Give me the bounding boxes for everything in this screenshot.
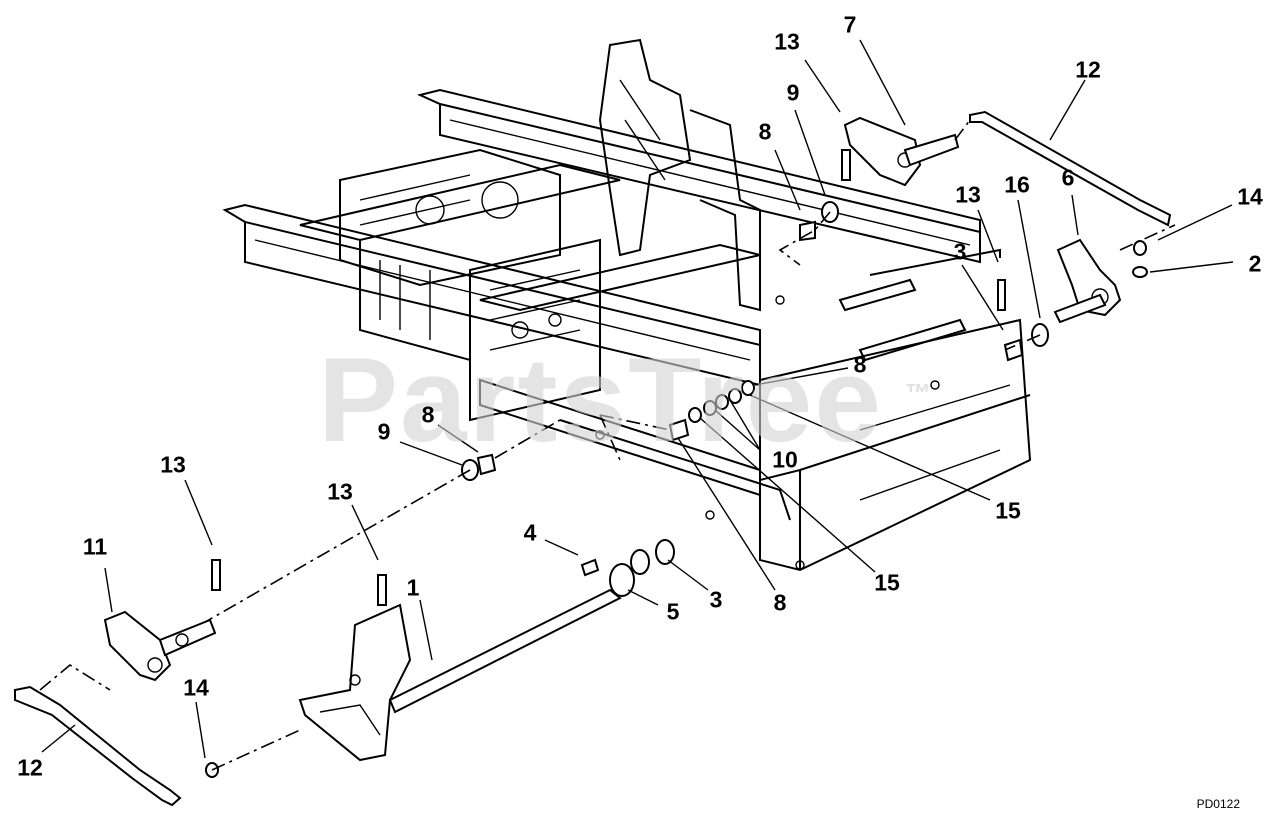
- callout-12[interactable]: 12: [17, 754, 43, 781]
- callout-15[interactable]: 15: [874, 569, 900, 596]
- callout-2[interactable]: 2: [1248, 250, 1262, 277]
- left-linkage: [14, 414, 675, 807]
- drawing-code: PD0122: [1196, 797, 1240, 811]
- upper-right-linkage: [778, 110, 1176, 362]
- callout-1[interactable]: 1: [406, 574, 420, 601]
- middle-spacers: [599, 380, 755, 442]
- callout-8[interactable]: 8: [758, 118, 772, 145]
- callout-13[interactable]: 13: [774, 28, 800, 55]
- callout-7[interactable]: 7: [843, 11, 857, 38]
- callout-6[interactable]: 6: [1061, 164, 1075, 191]
- callout-15[interactable]: 15: [995, 497, 1021, 524]
- callout-3[interactable]: 3: [953, 238, 967, 265]
- callout-5[interactable]: 5: [666, 598, 680, 625]
- leader-lines: [41, 39, 1234, 759]
- callout-3[interactable]: 3: [709, 586, 723, 613]
- callout-9[interactable]: 9: [377, 418, 391, 445]
- callout-11[interactable]: 11: [82, 533, 108, 560]
- callout-14[interactable]: 14: [1237, 183, 1263, 210]
- callout-14[interactable]: 14: [183, 674, 209, 701]
- callout-13[interactable]: 13: [327, 478, 353, 505]
- watermark-trademark: ™: [905, 378, 931, 408]
- frame-assembly: [222, 38, 1032, 572]
- callout-4[interactable]: 4: [523, 519, 537, 546]
- callout-8[interactable]: 8: [421, 401, 435, 428]
- callout-12[interactable]: 12: [1075, 56, 1101, 83]
- callout-16[interactable]: 16: [1004, 171, 1030, 198]
- callout-8[interactable]: 8: [773, 589, 787, 616]
- callout-13[interactable]: 13: [160, 451, 186, 478]
- callout-10[interactable]: 10: [772, 446, 798, 473]
- callout-9[interactable]: 9: [786, 79, 800, 106]
- callout-8[interactable]: 8: [853, 351, 867, 378]
- callout-13[interactable]: 13: [955, 181, 981, 208]
